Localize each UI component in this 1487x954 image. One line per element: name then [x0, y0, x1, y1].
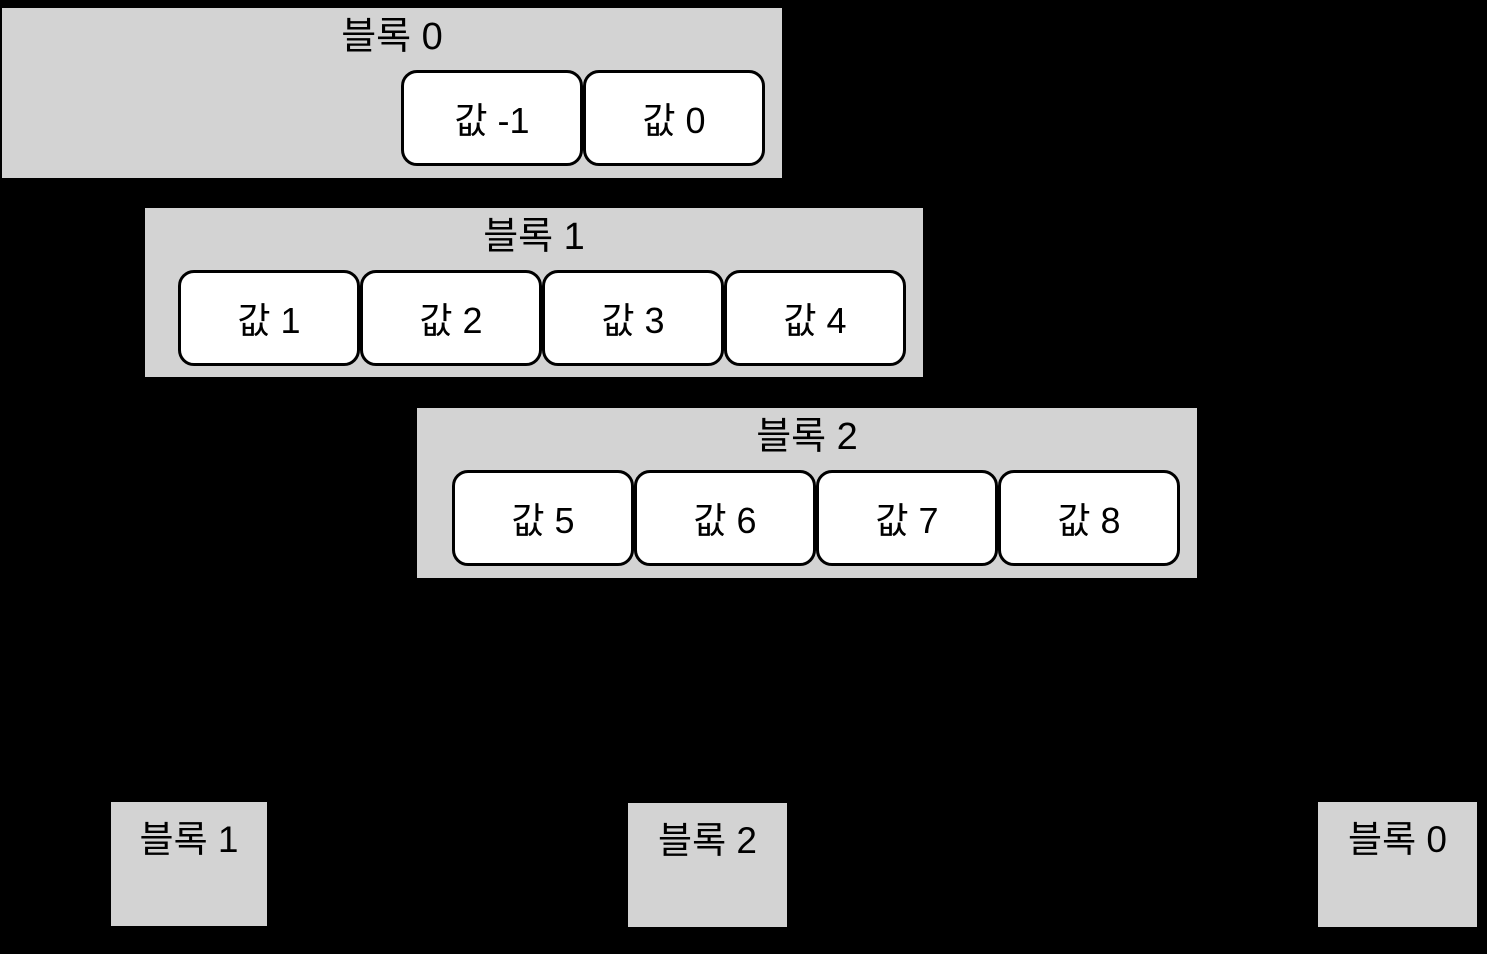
block-1-slot-row: 값 1 값 2 값 3 값 4 [145, 270, 923, 366]
block-0-title: 블록 0 [341, 16, 443, 58]
value-slot: 값 2 [360, 270, 542, 366]
value-slot: 값 8 [998, 470, 1180, 566]
block-0-slot-row: 값 -1 값 0 [2, 70, 782, 166]
map-cell-label: 블록 2 [658, 820, 757, 861]
deque-block-0: 블록 0 값 -1 값 0 [2, 8, 782, 178]
deque-block-2: 블록 2 값 5 값 6 값 7 값 8 [417, 408, 1197, 578]
value-slot: 값 7 [816, 470, 998, 566]
map-cell-label: 블록 1 [139, 819, 239, 860]
map-cell-block-1: 블록 1 [111, 802, 267, 926]
value-slot: 값 5 [452, 470, 634, 566]
value-slot: 값 0 [583, 70, 765, 166]
block-2-title: 블록 2 [756, 416, 858, 458]
map-cell-block-0: 블록 0 [1318, 802, 1477, 927]
block-1-title: 블록 1 [483, 216, 585, 258]
value-slot: 값 -1 [401, 70, 583, 166]
value-slot: 값 1 [178, 270, 360, 366]
block-2-slot-row: 값 5 값 6 값 7 값 8 [417, 470, 1197, 566]
value-slot: 값 4 [724, 270, 906, 366]
map-cell-block-2: 블록 2 [628, 803, 787, 927]
value-slot: 값 6 [634, 470, 816, 566]
deque-block-1: 블록 1 값 1 값 2 값 3 값 4 [145, 208, 923, 377]
value-slot: 값 3 [542, 270, 724, 366]
map-cell-label: 블록 0 [1348, 819, 1447, 860]
